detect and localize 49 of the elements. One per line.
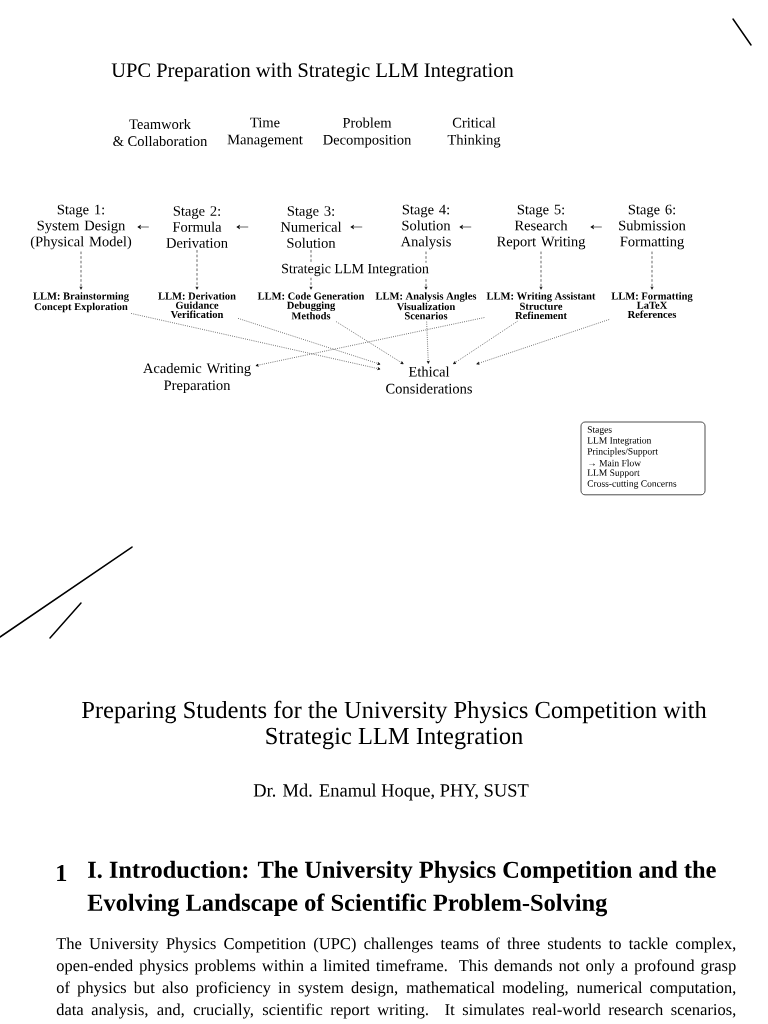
legend-entry: Cross-cutting Concerns xyxy=(587,480,677,489)
dashed-arrow xyxy=(539,251,543,290)
flow-arrow xyxy=(590,224,603,230)
llm-support-label: LLM: Code Generation Debugging Methods xyxy=(257,292,365,320)
legend-entry: → Main Flow xyxy=(589,459,641,467)
llm-support-label: LLM: Brainstorming Concept Exploration xyxy=(33,292,129,313)
dashed-arrow xyxy=(195,249,199,290)
dashed-arrow xyxy=(424,251,428,290)
dashed-arrow xyxy=(309,249,313,290)
layer-label: Strategic LLM Integration xyxy=(280,262,430,278)
document-title: Preparing Students for the University Physics Competition with Strategic LLM Integration xyxy=(82,700,707,750)
legend-entry: LLM Support xyxy=(587,469,640,478)
concern-label: Academic Writing Preparation xyxy=(143,362,251,394)
flow-arrow xyxy=(236,224,249,230)
stage-label: Stage 5: Research Report Writing xyxy=(497,204,586,250)
stage-label: Stage 1: System Design (Physical Model) xyxy=(30,204,132,250)
dotted-arrow xyxy=(335,321,404,365)
principle-label: Critical Thinking xyxy=(447,117,501,148)
dashed-arrow xyxy=(650,251,654,290)
principle-label: Problem Decomposition xyxy=(323,117,412,148)
stage-label: Stage 6: Submission Formatting xyxy=(619,204,686,250)
stage-label: Stage 3: Numerical Solution xyxy=(280,206,342,248)
legend-entry: LLM Integration xyxy=(587,437,652,446)
principle-label: Time Management xyxy=(227,117,303,148)
diagram-title: UPC Preparation with Strategic LLM Integration xyxy=(111,62,514,82)
section-heading: I. Introduction: The University Physics Competition and the Evolving Landscape of Scientific Problem-Solving xyxy=(87,860,716,917)
concern-label: Ethical Considerations xyxy=(386,366,472,394)
stage-label: Stage 2: Formula Derivation xyxy=(166,206,228,248)
dotted-arrow xyxy=(426,321,430,364)
stage-label: Stage 4: Solution Analysis xyxy=(400,204,451,250)
llm-support-label: LLM: Analysis Angles Visualization Scenarios xyxy=(375,292,477,320)
author-line: Dr. Md. Enamul Hoque, PHY, SUST xyxy=(253,783,529,801)
flow-arrow xyxy=(459,224,472,230)
dotted-arrow xyxy=(476,319,610,365)
dashed-arrow xyxy=(79,251,83,290)
dotted-arrow xyxy=(255,317,485,367)
dotted-arrow xyxy=(237,318,381,365)
section-number: 1 xyxy=(57,864,67,882)
llm-support-label: LLM: Formatting LaTeX References xyxy=(611,292,693,318)
llm-support-label: LLM: Derivation Guidance Verification xyxy=(158,292,236,319)
principle-label: Teamwork & Collaboration xyxy=(113,118,208,147)
flow-arrow xyxy=(350,224,363,230)
llm-support-label: LLM: Writing Assistant Structure Refinement xyxy=(486,292,596,320)
dotted-arrow xyxy=(453,320,518,365)
body-paragraph: The University Physics Competition (UPC) challenges teams of three students to tackle complex, open-ended physics problems within a limited timeframe. This demands not only a profound grasp of physics but also proficiency in system design, mathematical modeling, numerical computation, data analysis, and, crucially, scientific report writing. It simulates real-world research scenarios, xyxy=(56,937,736,1019)
flow-arrow xyxy=(137,224,150,230)
legend-entry: Stages xyxy=(587,426,612,435)
dotted-arrow xyxy=(130,313,381,370)
legend-entry: Principles/Support xyxy=(587,447,658,457)
